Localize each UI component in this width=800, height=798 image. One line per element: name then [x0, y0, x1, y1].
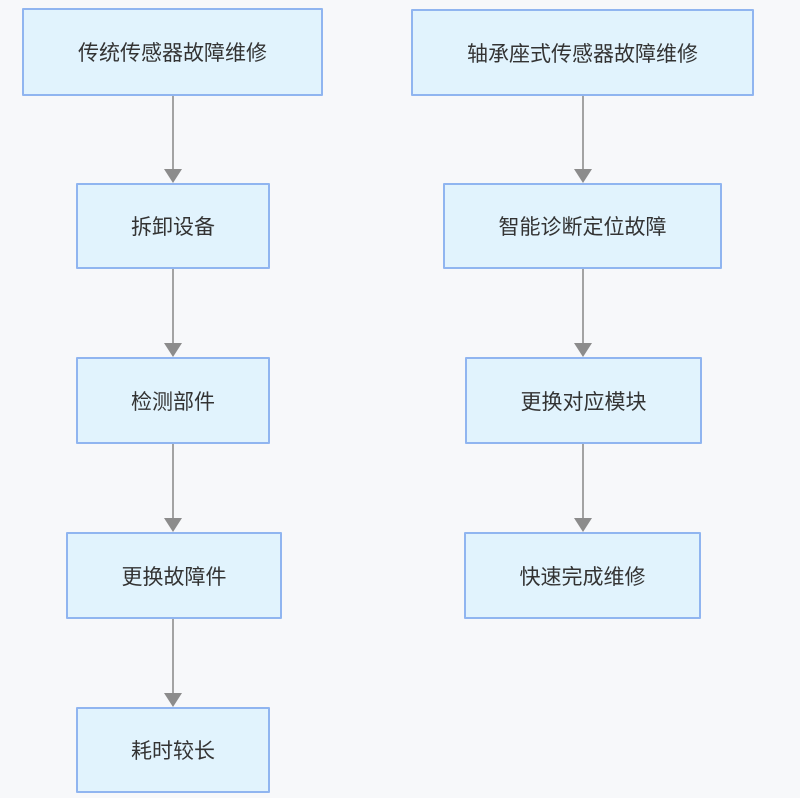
arrow-shaft [172, 96, 174, 173]
node-quickly-complete-repair: 快速完成维修 [464, 532, 701, 619]
arrow-down-icon [574, 518, 592, 532]
node-replace-faulty-part: 更换故障件 [66, 532, 282, 619]
arrow-down-icon [574, 169, 592, 183]
node-label: 检测部件 [131, 390, 215, 414]
arrow-bearing-1 [574, 96, 592, 183]
arrow-down-icon [164, 693, 182, 707]
node-smart-diagnosis-locate-fault: 智能诊断定位故障 [443, 183, 722, 269]
arrow-down-icon [164, 518, 182, 532]
arrow-down-icon [574, 343, 592, 357]
node-bearing-seat-sensor-repair: 轴承座式传感器故障维修 [411, 9, 754, 96]
node-time-consuming: 耗时较长 [76, 707, 270, 793]
arrow-traditional-2 [164, 269, 182, 357]
node-label: 更换对应模块 [520, 390, 647, 414]
arrow-shaft [582, 269, 584, 347]
arrow-shaft [172, 444, 174, 522]
arrow-traditional-1 [164, 96, 182, 183]
arrow-bearing-2 [574, 269, 592, 357]
arrow-down-icon [164, 169, 182, 183]
arrow-traditional-4 [164, 619, 182, 707]
node-label: 拆卸设备 [131, 216, 215, 239]
node-label: 轴承座式传感器故障维修 [467, 42, 698, 66]
node-label: 传统传感器故障维修 [78, 42, 267, 65]
node-label: 智能诊断定位故障 [498, 216, 667, 239]
node-disassemble-equipment: 拆卸设备 [76, 183, 270, 269]
arrow-shaft [172, 619, 174, 697]
arrow-shaft [582, 96, 584, 173]
arrow-shaft [172, 269, 174, 347]
node-label: 更换故障件 [121, 565, 227, 589]
arrow-down-icon [164, 343, 182, 357]
node-inspect-components: 检测部件 [76, 357, 270, 444]
arrow-traditional-3 [164, 444, 182, 532]
node-label: 耗时较长 [131, 740, 215, 763]
node-replace-corresponding-module: 更换对应模块 [465, 357, 702, 444]
node-traditional-sensor-repair: 传统传感器故障维修 [22, 8, 323, 96]
arrow-bearing-3 [574, 444, 592, 532]
arrow-shaft [582, 444, 584, 522]
node-label: 快速完成维修 [519, 565, 646, 589]
